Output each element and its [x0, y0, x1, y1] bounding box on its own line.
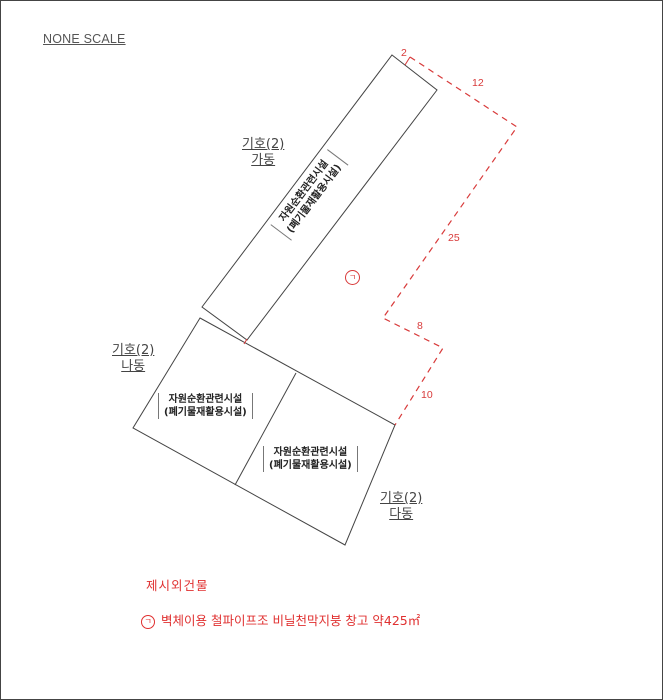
- legend-title: 제시외건물: [146, 578, 209, 593]
- annex-marker-icon: ㄱ: [345, 270, 360, 285]
- legend-item-text: 벽체이용 철파이프조 비닐천막지붕 창고 약425㎡: [161, 613, 421, 628]
- building-na-label: 기호(2) 나동: [112, 343, 154, 375]
- building-da-code: 기호(2): [380, 491, 423, 506]
- building-na-name: 나동: [121, 359, 146, 374]
- use-line-1: 자원순환관련시설: [273, 447, 348, 458]
- dimension-8: 8: [417, 320, 423, 332]
- building-ga-name: 가동: [251, 153, 276, 168]
- building-ga-outline: [201, 54, 438, 341]
- dimension-25: 25: [448, 232, 460, 244]
- building-da-use: 자원순환관련시설 (폐기물재활용시설): [263, 446, 358, 472]
- building-na-da-outline: [132, 317, 396, 546]
- dimension-10: 10: [421, 389, 433, 401]
- building-divider: [234, 372, 297, 486]
- annex-tick-top: [404, 56, 411, 66]
- scale-note: NONE SCALE: [43, 32, 126, 46]
- use-line-2: (폐기물재활용시설): [269, 460, 352, 471]
- annex-tick-mid: [243, 338, 248, 345]
- building-da-name: 다동: [389, 507, 414, 522]
- building-ga-code: 기호(2): [242, 137, 285, 152]
- legend-item: ㄱ 벽체이용 철파이프조 비닐천막지붕 창고 약425㎡: [141, 610, 420, 629]
- dimension-2: 2: [401, 47, 407, 59]
- annex-marker-icon: ㄱ: [141, 615, 155, 629]
- building-ga-label: 기호(2) 가동: [242, 137, 284, 169]
- building-na-use: 자원순환관련시설 (폐기물재활용시설): [158, 393, 253, 419]
- dimension-12: 12: [472, 77, 484, 89]
- building-da-label: 기호(2) 다동: [380, 491, 422, 523]
- building-na-code: 기호(2): [112, 343, 155, 358]
- use-line-2: (폐기물재활용시설): [164, 407, 247, 418]
- use-line-1: 자원순환관련시설: [168, 394, 243, 405]
